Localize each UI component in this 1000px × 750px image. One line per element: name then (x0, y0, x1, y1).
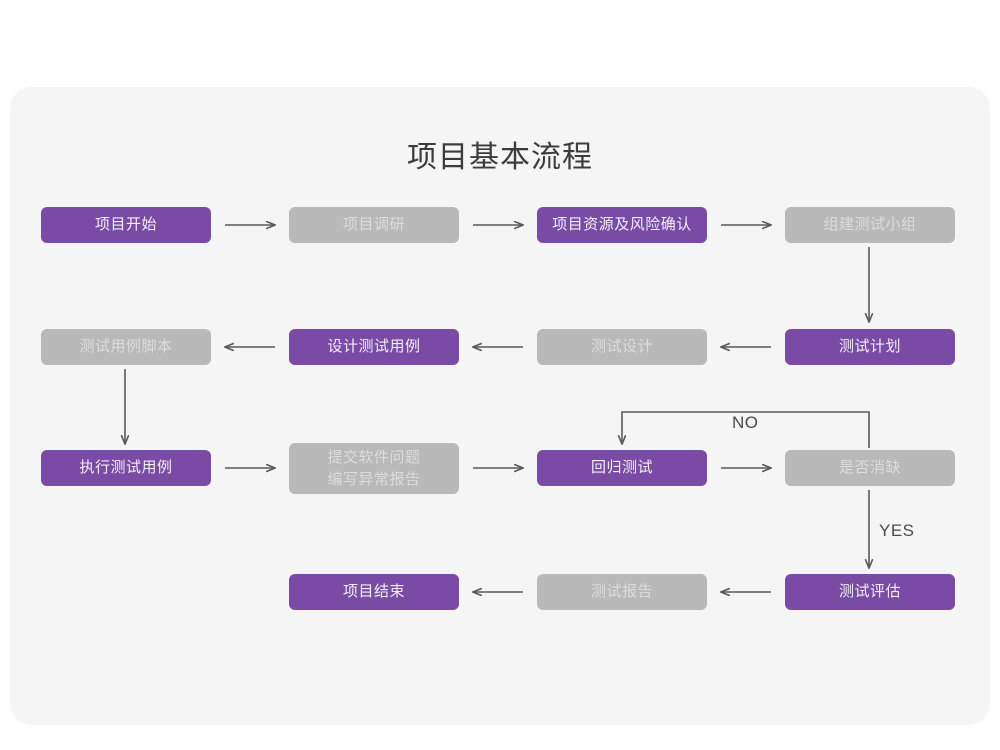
node-test-case-script[interactable]: 测试用例脚本 (41, 329, 211, 365)
card-background (10, 87, 990, 725)
node-project-end[interactable]: 项目结束 (289, 574, 459, 610)
node-test-plan[interactable]: 测试计划 (785, 329, 955, 365)
edge-label-yes: YES (879, 521, 915, 540)
node-test-report[interactable]: 测试报告 (537, 574, 707, 610)
node-defect-cleared[interactable]: 是否消缺 (785, 450, 955, 486)
node-design-test-case[interactable]: 设计测试用例 (289, 329, 459, 365)
node-form-test-team[interactable]: 组建测试小组 (785, 207, 955, 243)
node-execute-test-case[interactable]: 执行测试用例 (41, 450, 211, 486)
node-test-design[interactable]: 测试设计 (537, 329, 707, 365)
node-project-start[interactable]: 项目开始 (41, 207, 211, 243)
node-test-evaluation[interactable]: 测试评估 (785, 574, 955, 610)
node-resource-risk-confirm[interactable]: 项目资源及风险确认 (537, 207, 707, 243)
node-submit-defect-report[interactable]: 提交软件问题 编写异常报告 (289, 443, 459, 494)
page-title: 项目基本流程 (407, 141, 593, 174)
node-project-research[interactable]: 项目调研 (289, 207, 459, 243)
edge-label-no: NO (732, 413, 759, 432)
node-regression-test[interactable]: 回归测试 (537, 450, 707, 486)
